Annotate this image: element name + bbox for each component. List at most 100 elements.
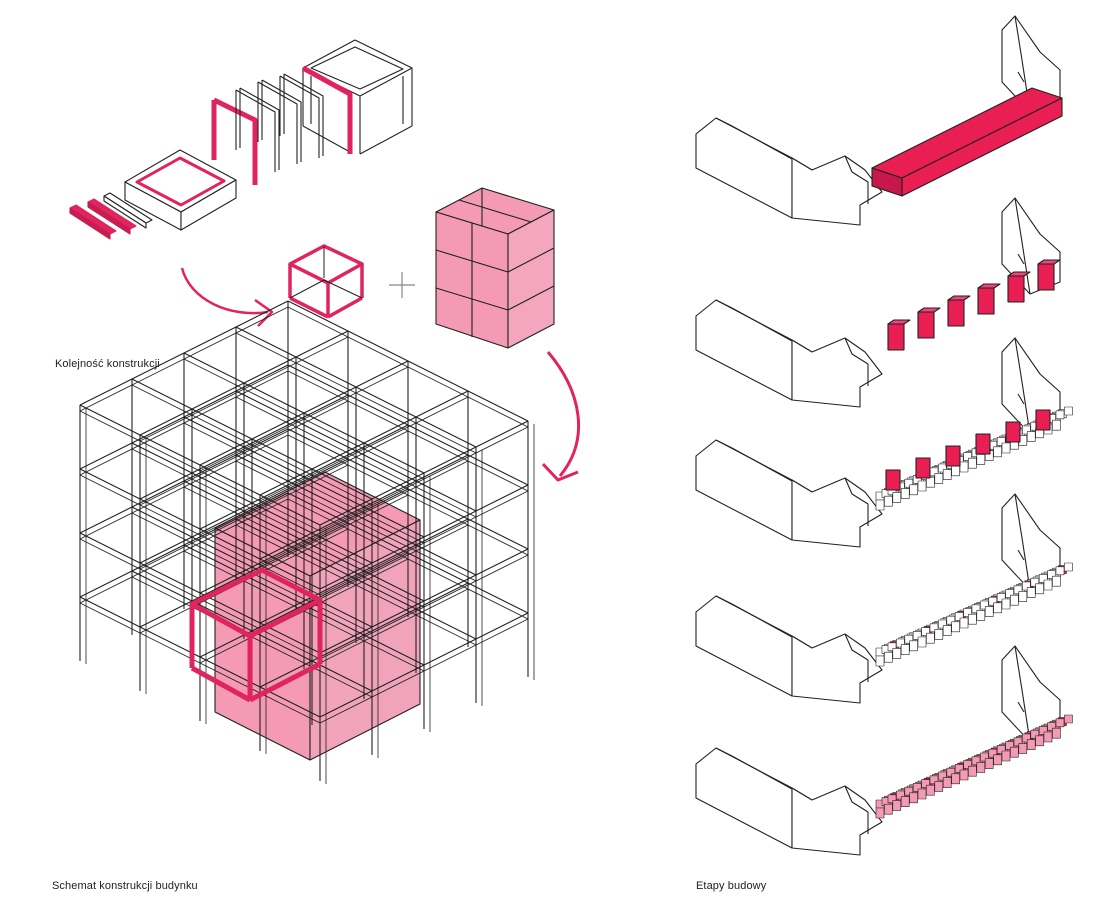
module-face xyxy=(934,473,944,484)
module-cell xyxy=(938,619,947,629)
module-cell xyxy=(988,596,998,606)
module-cell xyxy=(1047,570,1056,579)
module-cell xyxy=(1064,714,1073,724)
module-cell xyxy=(963,608,972,617)
module-face xyxy=(968,613,977,625)
module-cell xyxy=(1064,406,1073,416)
module-cell xyxy=(980,752,989,762)
module-face xyxy=(1001,442,1011,454)
module-face xyxy=(1026,739,1036,750)
module-cell xyxy=(1030,729,1040,739)
module-cell xyxy=(1055,410,1065,420)
module-face xyxy=(959,461,969,473)
building-wing-detail xyxy=(844,477,869,526)
module-face xyxy=(993,754,1002,766)
core-block xyxy=(1037,263,1055,291)
stage-5 xyxy=(695,645,1073,856)
module-cell xyxy=(912,631,922,640)
module-face xyxy=(926,784,935,796)
box-module xyxy=(301,39,413,155)
new-volume-side xyxy=(901,97,1063,197)
module-cell xyxy=(904,478,914,488)
module-face xyxy=(976,762,986,773)
module-cell xyxy=(946,615,956,625)
module-cell xyxy=(963,452,972,461)
module-face xyxy=(934,629,944,640)
module-face xyxy=(909,792,918,804)
module-cell xyxy=(921,627,930,636)
new-volume-top xyxy=(871,87,1063,179)
module-face xyxy=(942,777,952,788)
module-cell xyxy=(963,760,972,769)
building-right xyxy=(1001,15,1061,113)
core-block xyxy=(915,457,931,479)
module-face xyxy=(1010,746,1019,758)
module-face xyxy=(892,800,902,811)
module-cell xyxy=(929,775,939,785)
module-cell xyxy=(938,463,947,473)
module-face xyxy=(917,636,927,648)
core-block-top xyxy=(1007,271,1031,277)
module-cell xyxy=(1030,577,1040,587)
module-face xyxy=(892,492,902,503)
module-cell xyxy=(1022,425,1031,435)
stage-3 xyxy=(695,337,1073,548)
floor-slab xyxy=(124,149,237,231)
building-wing-detail xyxy=(844,785,869,834)
stage-2 xyxy=(695,197,1061,408)
highlighted-frame-cube xyxy=(189,567,323,703)
frame-cube xyxy=(288,244,364,319)
beam-elements xyxy=(69,192,153,240)
plus-icon xyxy=(389,272,415,298)
module-face xyxy=(1018,743,1028,754)
construction-sequence-group xyxy=(69,39,580,482)
building-wing-detail xyxy=(844,633,869,682)
module-cell xyxy=(971,604,981,614)
module-cell xyxy=(954,764,964,773)
module-face xyxy=(942,469,952,480)
module-face xyxy=(976,610,986,621)
building-right-detail xyxy=(1014,645,1031,743)
module-face xyxy=(984,758,994,769)
module-cell xyxy=(980,600,989,610)
construction-stages xyxy=(695,15,1073,856)
module-cell xyxy=(887,794,897,804)
module-face xyxy=(1052,575,1061,587)
core-block xyxy=(947,299,965,327)
module-cell xyxy=(896,790,905,800)
module-cell xyxy=(938,771,947,781)
module-cell xyxy=(1064,562,1073,572)
building-right-detail xyxy=(1014,337,1031,435)
module-cell xyxy=(996,437,1006,446)
module-face xyxy=(951,621,960,633)
module-face xyxy=(1010,594,1019,606)
module-cell xyxy=(912,783,922,792)
module-face xyxy=(1001,750,1011,762)
module-face xyxy=(1043,579,1053,591)
module-face xyxy=(1026,587,1036,598)
module-face xyxy=(951,465,960,477)
module-face xyxy=(951,773,960,785)
module-cell xyxy=(921,779,930,788)
module-face xyxy=(1052,727,1061,739)
module-cell xyxy=(954,612,964,621)
module-face xyxy=(892,648,902,659)
core-block-top xyxy=(887,319,911,325)
core-block-top xyxy=(977,283,1001,289)
module-face xyxy=(926,632,935,644)
module-cell xyxy=(929,623,939,633)
module-cell xyxy=(971,756,981,766)
module-face xyxy=(942,625,952,636)
module-face xyxy=(1035,583,1044,595)
module-cell xyxy=(988,748,998,758)
core-block xyxy=(945,445,961,467)
module-face xyxy=(909,484,918,496)
module-cell xyxy=(1013,585,1023,595)
module-face xyxy=(884,803,893,815)
core-block-top xyxy=(917,307,941,313)
module-face xyxy=(1043,731,1053,743)
core-block xyxy=(1005,421,1021,443)
module-face xyxy=(1052,419,1061,431)
building-right-detail xyxy=(1014,493,1031,591)
